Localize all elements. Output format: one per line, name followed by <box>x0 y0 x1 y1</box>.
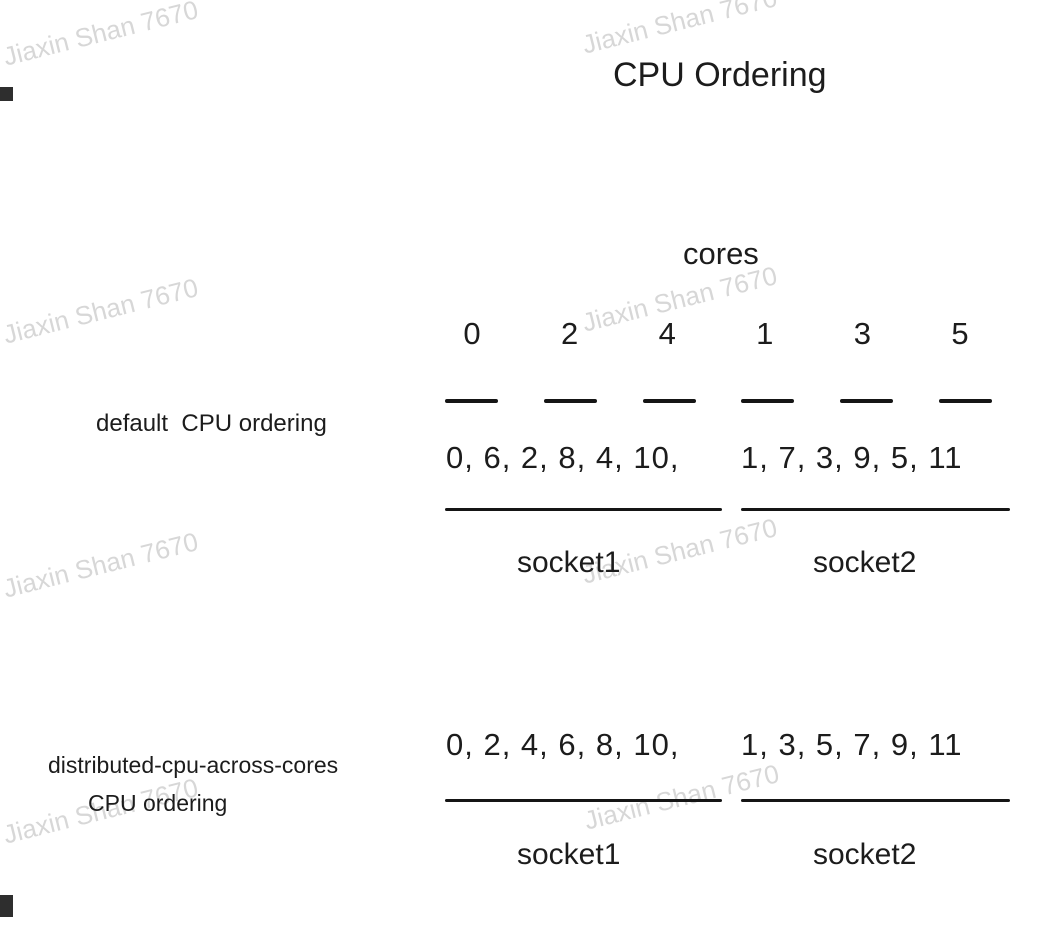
watermark-text: Jiaxin Shan 7670 <box>581 758 783 836</box>
distributed-ordering-label-line1: distributed-cpu-across-cores <box>48 752 339 778</box>
core-number: 2 <box>560 316 579 351</box>
socket2-underline <box>741 799 1010 802</box>
page-title: CPU Ordering <box>613 56 827 94</box>
distributed-ordering-label-line2: CPU ordering <box>88 790 228 816</box>
watermark-text: Jiaxin Shan 7670 <box>0 0 202 72</box>
socket1-label: socket1 <box>517 838 621 871</box>
artifact-mark <box>0 895 13 917</box>
socket1-underline <box>445 799 722 802</box>
core-ticks-row <box>445 399 992 403</box>
watermark-text: Jiaxin Shan 7670 <box>0 526 202 604</box>
core-tick <box>445 399 498 403</box>
core-numbers-row: 0 2 4 1 3 5 <box>452 316 980 352</box>
core-number: 5 <box>951 316 969 351</box>
core-tick <box>840 399 894 403</box>
distributed-socket2-values: 1, 3, 5, 7, 9, 11 <box>741 727 963 762</box>
artifact-mark <box>0 87 13 101</box>
core-number: 0 <box>463 316 481 351</box>
core-number: 1 <box>756 316 774 351</box>
core-number: 3 <box>853 316 871 351</box>
default-ordering-label: default CPU ordering <box>96 410 327 437</box>
core-tick <box>938 399 992 403</box>
core-tick <box>543 399 597 403</box>
core-tick <box>642 399 696 403</box>
default-socket2-values: 1, 7, 3, 9, 5, 11 <box>741 440 963 475</box>
default-socket1-values: 0, 6, 2, 8, 4, 10, <box>446 440 680 475</box>
socket2-label: socket2 <box>813 838 917 871</box>
core-number: 4 <box>658 316 676 351</box>
socket2-label: socket2 <box>813 546 917 579</box>
socket2-underline <box>741 508 1010 511</box>
cores-label: cores <box>683 236 759 271</box>
core-tick <box>741 399 795 403</box>
watermark-text: Jiaxin Shan 7670 <box>0 272 202 350</box>
watermark-text: Jiaxin Shan 7670 <box>579 0 781 60</box>
distributed-socket1-values: 0, 2, 4, 6, 8, 10, <box>446 727 680 762</box>
socket1-label: socket1 <box>517 546 621 579</box>
socket1-underline <box>445 508 722 511</box>
